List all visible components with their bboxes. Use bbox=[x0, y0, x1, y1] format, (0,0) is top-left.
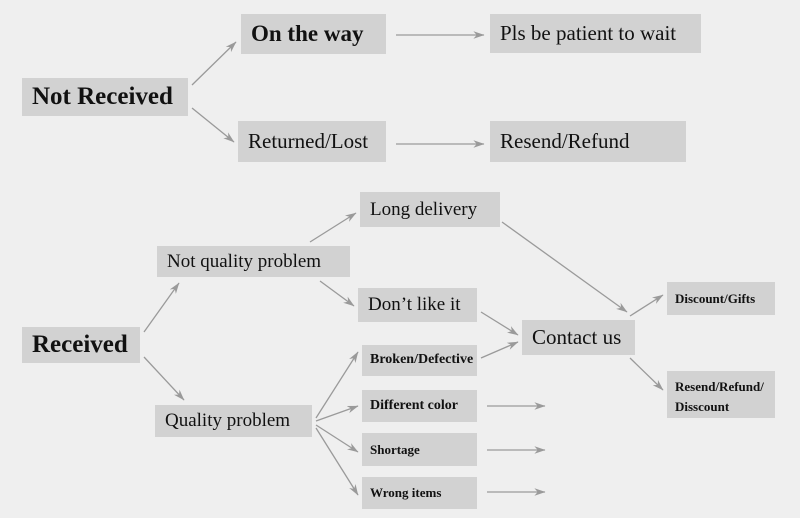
flow-node-pls-be-patient[interactable]: Pls be patient to wait bbox=[490, 14, 701, 53]
flow-node-not-received[interactable]: Not Received bbox=[22, 78, 188, 116]
flow-arrow bbox=[315, 427, 359, 496]
flow-node-wrong-items[interactable]: Wrong items bbox=[362, 477, 477, 509]
flow-arrow bbox=[309, 212, 357, 243]
flow-arrow bbox=[143, 282, 180, 333]
flow-node-different-color[interactable]: Different color bbox=[362, 390, 477, 422]
flow-node-resend-refund[interactable]: Resend/Refund bbox=[490, 121, 686, 162]
flow-node-quality[interactable]: Quality problem bbox=[155, 405, 312, 437]
flow-node-not-quality[interactable]: Not quality problem bbox=[157, 246, 350, 277]
flow-arrow bbox=[191, 41, 237, 86]
flow-arrow bbox=[191, 107, 235, 143]
flow-arrow bbox=[143, 356, 185, 401]
flow-node-on-the-way[interactable]: On the way bbox=[241, 14, 386, 54]
flow-node-received[interactable]: Received bbox=[22, 327, 140, 363]
flow-arrow bbox=[629, 294, 664, 317]
flow-arrow bbox=[315, 405, 359, 422]
flow-arrow bbox=[480, 341, 519, 359]
flow-arrow bbox=[629, 357, 664, 391]
flow-node-dont-like-it[interactable]: Don’t like it bbox=[358, 288, 477, 322]
flow-node-discount-gifts[interactable]: Discount/Gifts bbox=[667, 282, 775, 315]
flow-node-returned-lost[interactable]: Returned/Lost bbox=[238, 121, 386, 162]
flow-arrow bbox=[319, 280, 355, 307]
flow-arrow bbox=[501, 221, 628, 313]
flow-node-contact-us[interactable]: Contact us bbox=[522, 320, 635, 355]
flow-arrow bbox=[315, 351, 359, 419]
flow-node-resend-disscount[interactable]: Resend/Refund/ Disscount bbox=[667, 371, 775, 418]
flow-arrow bbox=[315, 424, 359, 453]
flow-node-broken[interactable]: Broken/Defective bbox=[362, 345, 477, 376]
flow-node-shortage[interactable]: Shortage bbox=[362, 433, 477, 466]
flow-node-long-delivery[interactable]: Long delivery bbox=[360, 192, 500, 227]
flow-arrow bbox=[480, 311, 519, 336]
